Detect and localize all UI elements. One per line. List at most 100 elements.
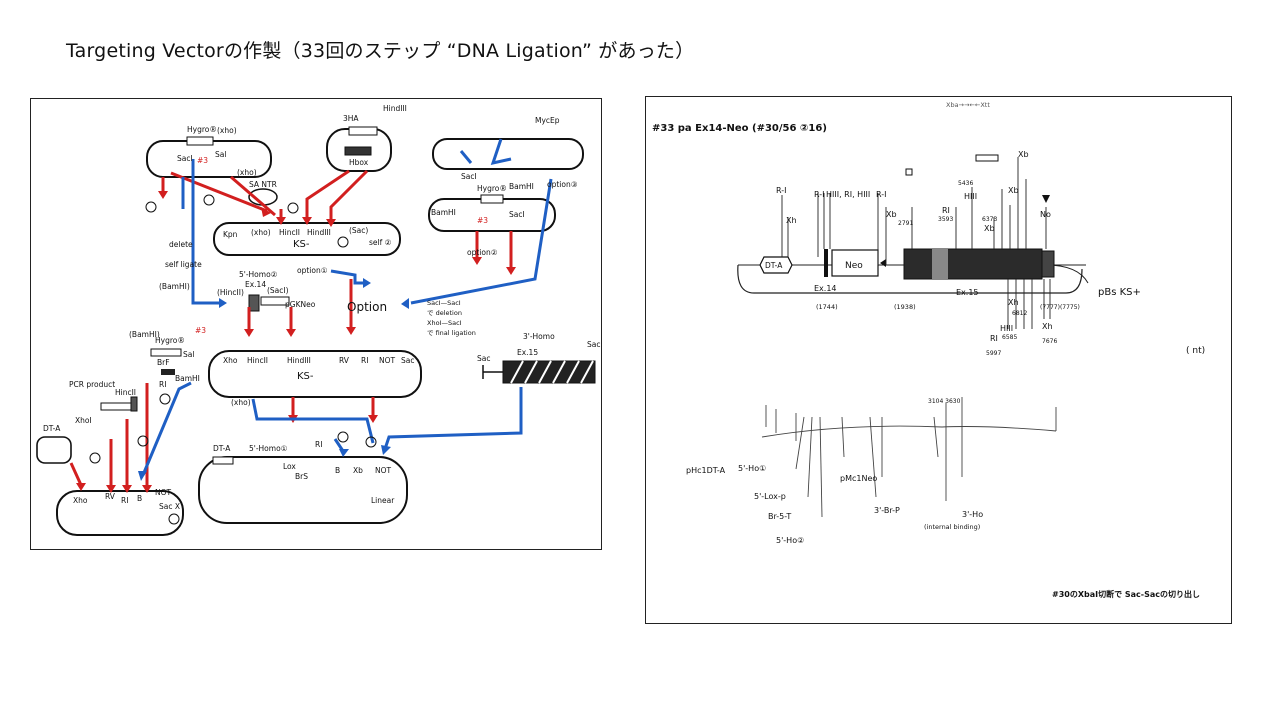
label-hincii-pcr: HincII <box>115 388 136 397</box>
label-saci-top-right: SacI <box>461 172 477 181</box>
label-sac-ks: (Sac) <box>349 226 368 235</box>
map-footer: #30のXbaI切断で Sac-Sacの切り出し <box>1052 589 1200 599</box>
label-ks-minus-mid: KS- <box>297 371 314 382</box>
label-xhoi-saci: XhoI—SacI <box>427 319 462 327</box>
label-num-6585: 6585 <box>1002 334 1017 341</box>
label-num-7676: 7676 <box>1042 338 1057 345</box>
label-b-bot: B <box>335 466 340 475</box>
label-not-ks2: NOT <box>379 356 396 365</box>
label-xhoi-pcr: XhoI <box>75 416 92 425</box>
label-xho-mid: (xho) <box>237 168 257 177</box>
ex14-bar <box>824 249 828 277</box>
site-ri-mid: RI <box>942 206 950 215</box>
label-mycep: MycEp <box>535 116 560 125</box>
primer-internal: (internal binding) <box>924 523 980 531</box>
label-hash3-right: #3 <box>477 216 488 225</box>
label-ex14: Ex.14 <box>245 280 266 289</box>
map-header: #33 pa Ex14-Neo (#30/56 ②16) <box>652 123 827 134</box>
label-num-1938: (1938) <box>894 303 916 311</box>
site-xb-a: Xb <box>886 210 897 219</box>
label-3ha: 3HA <box>343 114 359 123</box>
neo-cassette <box>831 249 879 277</box>
label-saci-mid: (SacI) <box>267 286 289 295</box>
label-hindiii-top: HindIII <box>383 104 407 113</box>
site-xb-right: Xb <box>1008 186 1019 195</box>
site-no-right: No <box>1040 210 1051 219</box>
primer-br5t: Br-5-T <box>768 512 791 521</box>
plasmid-pcr-acceptor <box>56 490 184 536</box>
label-ri-bot: RI <box>315 440 322 449</box>
label-xh-lower: Xh <box>1008 298 1019 307</box>
primer-pmc1neo: pMc1Neo <box>840 474 877 483</box>
label-sac-left: Sac <box>477 354 490 363</box>
label-num-5997: 5997 <box>986 350 1001 357</box>
label-self-ligate: self ligate <box>165 260 202 269</box>
label-xho-ks: (xho) <box>251 228 271 237</box>
label-final-ligation: で final ligation <box>427 329 476 337</box>
label-hincii-ks2: HincII <box>247 356 268 365</box>
label-ex14-num: (1744) <box>816 303 838 311</box>
site-xb-a-num: 2791 <box>898 220 913 227</box>
blue-arrows <box>141 138 553 476</box>
label-nt: ( nt) <box>1186 346 1205 356</box>
plasmid-mycep <box>432 138 584 170</box>
hbox-insert-box <box>344 146 372 156</box>
label-sal-a: Sal <box>215 150 226 159</box>
label-xho-paren: (xho) <box>231 398 251 407</box>
label-3homo: 3'-Homo <box>523 332 555 341</box>
label-pbs: pBs KS+ <box>1098 287 1141 298</box>
site-r1-c: R-I <box>876 190 886 199</box>
red-arrowheads <box>76 191 516 493</box>
label-num-7776: (7777)(7775) <box>1040 304 1080 311</box>
label-bamhi-lower: (BamHI) <box>129 330 160 339</box>
site-hiii-mid: HIII <box>964 192 977 201</box>
site-ri-num: 3593 <box>938 216 953 223</box>
primer-lines <box>761 397 1057 518</box>
label-not-bot2: NOT <box>155 488 172 497</box>
label-bamhi-right: BamHI <box>509 182 534 191</box>
ha-insert-box <box>348 126 378 136</box>
hygro-insert-box <box>186 136 214 146</box>
ex14-insert <box>248 294 260 312</box>
label-pcr-product: PCR product <box>69 380 115 389</box>
label-deletion-note: で deletion <box>427 309 462 317</box>
label-dta-top: DT-A <box>43 424 61 433</box>
label-option1: option① <box>297 266 328 275</box>
construction-scheme-svg: Hygro® (xho) SacI Sal #3 SA NTR (xho) Kp… <box>36 104 600 536</box>
primer-3brp: 3'-Br-P <box>874 506 900 515</box>
plasmid-final-vector <box>198 456 408 524</box>
label-ri-bot2: RI <box>121 496 128 505</box>
label-5homo: 5'-Homo② <box>239 270 278 279</box>
ex15-block <box>903 248 1043 280</box>
label-saci-saci-note: SacI—SacI <box>427 299 461 307</box>
site-xh: Xh <box>786 216 797 225</box>
label-bamhi-left: (BamHI) <box>159 282 190 291</box>
ink-lines <box>89 194 377 525</box>
ex15-hatching <box>510 360 594 384</box>
label-num-6812: 6812 <box>1012 310 1027 317</box>
red-arrows <box>69 169 513 487</box>
label-hiii-lower: HIII <box>1000 324 1013 333</box>
label-xho-ks2: Xho <box>223 356 238 365</box>
label-ri-ks2: RI <box>361 356 368 365</box>
hygro-lower-insert <box>150 348 182 357</box>
label-rv-bot: RV <box>105 492 116 501</box>
label-linear: Linear <box>371 496 395 505</box>
slide-title: Targeting Vectorの作製（33回のステップ “DNA Ligati… <box>66 40 695 62</box>
label-not-bot: NOT <box>375 466 392 475</box>
pgkneo-insert <box>260 296 290 306</box>
primer-nums: 3104 3630 <box>928 398 961 405</box>
label-sac-ks2: Sac <box>401 356 414 365</box>
label-xb-bot: Xb <box>353 466 363 475</box>
map-xba-note: Xba→→←←Xtt <box>946 101 990 109</box>
label-hash3-lower: #3 <box>195 326 206 335</box>
site-hiii-group: HIII, RI, HIII <box>826 190 870 199</box>
label-hash3-a: #3 <box>197 156 208 165</box>
label-hbox: Hbox <box>349 158 369 167</box>
label-hygro-right: Hygro® <box>477 184 507 193</box>
plasmid-dta-small <box>36 436 72 464</box>
label-xho-top: (xho) <box>217 126 237 135</box>
construction-scheme-diagram: Hygro® (xho) SacI Sal #3 SA NTR (xho) Kp… <box>30 98 602 550</box>
label-ex15: Ex.15 <box>956 288 979 297</box>
site-xb-top: Xb <box>1018 150 1029 159</box>
